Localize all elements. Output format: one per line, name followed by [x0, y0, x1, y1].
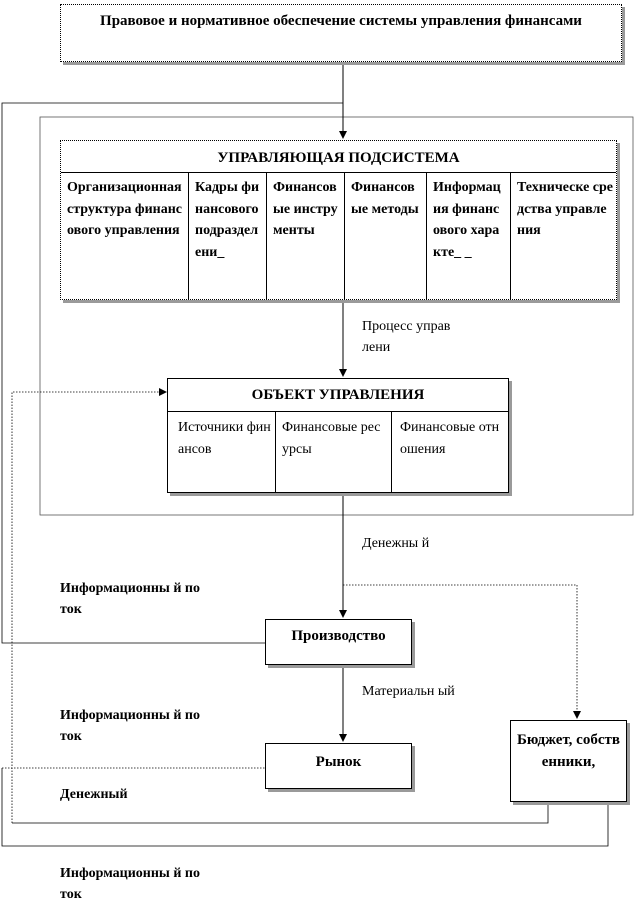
label-process: Процесс управлени	[362, 319, 451, 355]
label-info-flow-2: Информационны й поток	[60, 708, 200, 744]
object-cell-sources: Источники финансов	[178, 420, 271, 457]
budget-loop-line-outer	[1, 768, 609, 847]
label-material: Материальн ый	[362, 684, 455, 699]
label-info-flow-1: Информационны й поток	[60, 581, 200, 617]
label-monetary-2: Денежный	[60, 787, 128, 802]
header-box: Правовое и нормативное обеспечение систе…	[60, 4, 622, 62]
subsystem-cell-information: Информация финансового характе_ _	[433, 180, 501, 260]
header-text: Правовое и нормативное обеспечение систе…	[100, 13, 582, 29]
market-text: Рынок	[315, 754, 362, 770]
subsystem-cell-technical: Техническе средства управления	[517, 180, 614, 238]
label-monetary-1: Денежны й	[362, 536, 430, 551]
object-cell-relations: Финансовые отношения	[400, 420, 500, 457]
subsystem-cell-personnel: Кадры финансового подразделени_	[195, 180, 260, 260]
label-info-flow-3: Информационны й поток	[60, 866, 200, 902]
management-object-title: ОБЪЕКТ УПРАВЛЕНИЯ	[251, 387, 425, 403]
outer-frame	[39, 116, 634, 516]
subsystem-cell-instruments: Финансовые инструменты	[273, 180, 338, 238]
budget-loop-line-inner	[12, 802, 549, 824]
budget-box: Бюджет, собственники,	[510, 720, 627, 802]
management-subsystem-title: УПРАВЛЯЮЩАЯ ПОДСИСТЕМА	[217, 150, 460, 166]
budget-text: Бюджет, собственники,	[517, 732, 620, 770]
market-box: Рынок	[265, 743, 412, 789]
production-box: Производство	[265, 619, 412, 665]
production-text: Производство	[291, 628, 386, 644]
object-cell-resources: Финансовые ресурсы	[282, 420, 381, 457]
management-object-box: ОБЪЕКТ УПРАВЛЕНИЯ Источники финансов Фин…	[167, 378, 509, 493]
management-subsystem-box: УПРАВЛЯЮЩАЯ ПОДСИСТЕМА Организационная с…	[60, 140, 617, 300]
money-to-budget-line	[343, 584, 581, 719]
subsystem-cell-methods: Финансовые методы	[351, 180, 419, 217]
left-loop-line-top	[1, 102, 343, 644]
subsystem-cell-org-structure: Организационная структура финансового уп…	[67, 180, 183, 238]
